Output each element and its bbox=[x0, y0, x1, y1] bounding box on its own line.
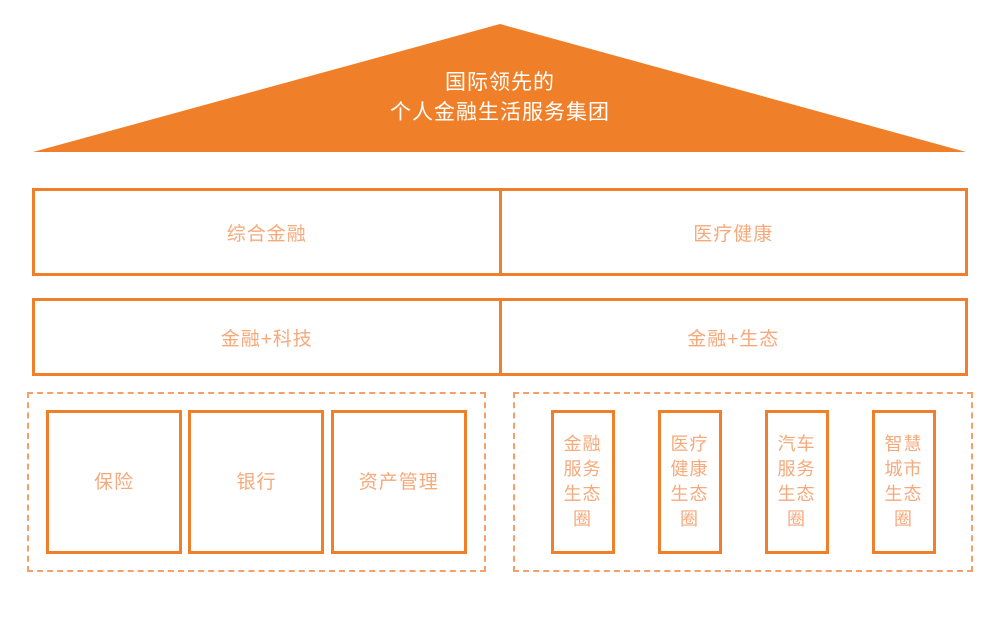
pillar-label: 金融+科技 bbox=[220, 328, 313, 350]
pillar-comprehensive-finance[interactable]: 综合金融 bbox=[32, 188, 502, 276]
pillar-label: 医疗健康 bbox=[693, 223, 774, 245]
pillar-label: 金融+生态 bbox=[687, 328, 780, 350]
pillar-row-1: 综合金融 医疗健康 bbox=[32, 188, 968, 276]
card-label: 银行 bbox=[236, 471, 277, 493]
card-banking[interactable]: 银行 bbox=[188, 410, 325, 554]
pillar-row-2: 金融+科技 金融+生态 bbox=[32, 298, 968, 376]
card-auto-service-ecosystem[interactable]: 汽车服务生态圈 bbox=[764, 410, 829, 554]
card-asset-management[interactable]: 资产管理 bbox=[330, 410, 467, 554]
pillar-label: 综合金融 bbox=[226, 223, 307, 245]
group-ecosystems: 金融服务生态圈 医疗健康生态圈 汽车服务生态圈 智慧城市生态圈 bbox=[513, 392, 973, 572]
card-label: 保险 bbox=[94, 471, 135, 493]
pillar-medical-health[interactable]: 医疗健康 bbox=[498, 188, 968, 276]
card-label: 医疗健康生态圈 bbox=[670, 434, 709, 529]
card-label: 金融服务生态圈 bbox=[563, 434, 602, 529]
card-smart-city-ecosystem[interactable]: 智慧城市生态圈 bbox=[871, 410, 936, 554]
pillar-finance-plus-ecosystem[interactable]: 金融+生态 bbox=[498, 298, 968, 376]
card-label: 智慧城市生态圈 bbox=[884, 434, 923, 529]
card-label: 资产管理 bbox=[358, 471, 439, 493]
foundation-groups: 保险 银行 资产管理 金融服务生态圈 医疗健康生态圈 汽车服务生态圈 智慧城市生… bbox=[27, 392, 973, 572]
card-medical-health-ecosystem[interactable]: 医疗健康生态圈 bbox=[657, 410, 722, 554]
group-financial-businesses: 保险 银行 资产管理 bbox=[27, 392, 486, 572]
card-insurance[interactable]: 保险 bbox=[46, 410, 183, 554]
roof-shape: 国际领先的 个人金融生活服务集团 bbox=[0, 10, 1000, 160]
pillar-finance-plus-technology[interactable]: 金融+科技 bbox=[32, 298, 502, 376]
card-financial-service-ecosystem[interactable]: 金融服务生态圈 bbox=[550, 410, 615, 554]
card-label: 汽车服务生态圈 bbox=[777, 434, 816, 529]
